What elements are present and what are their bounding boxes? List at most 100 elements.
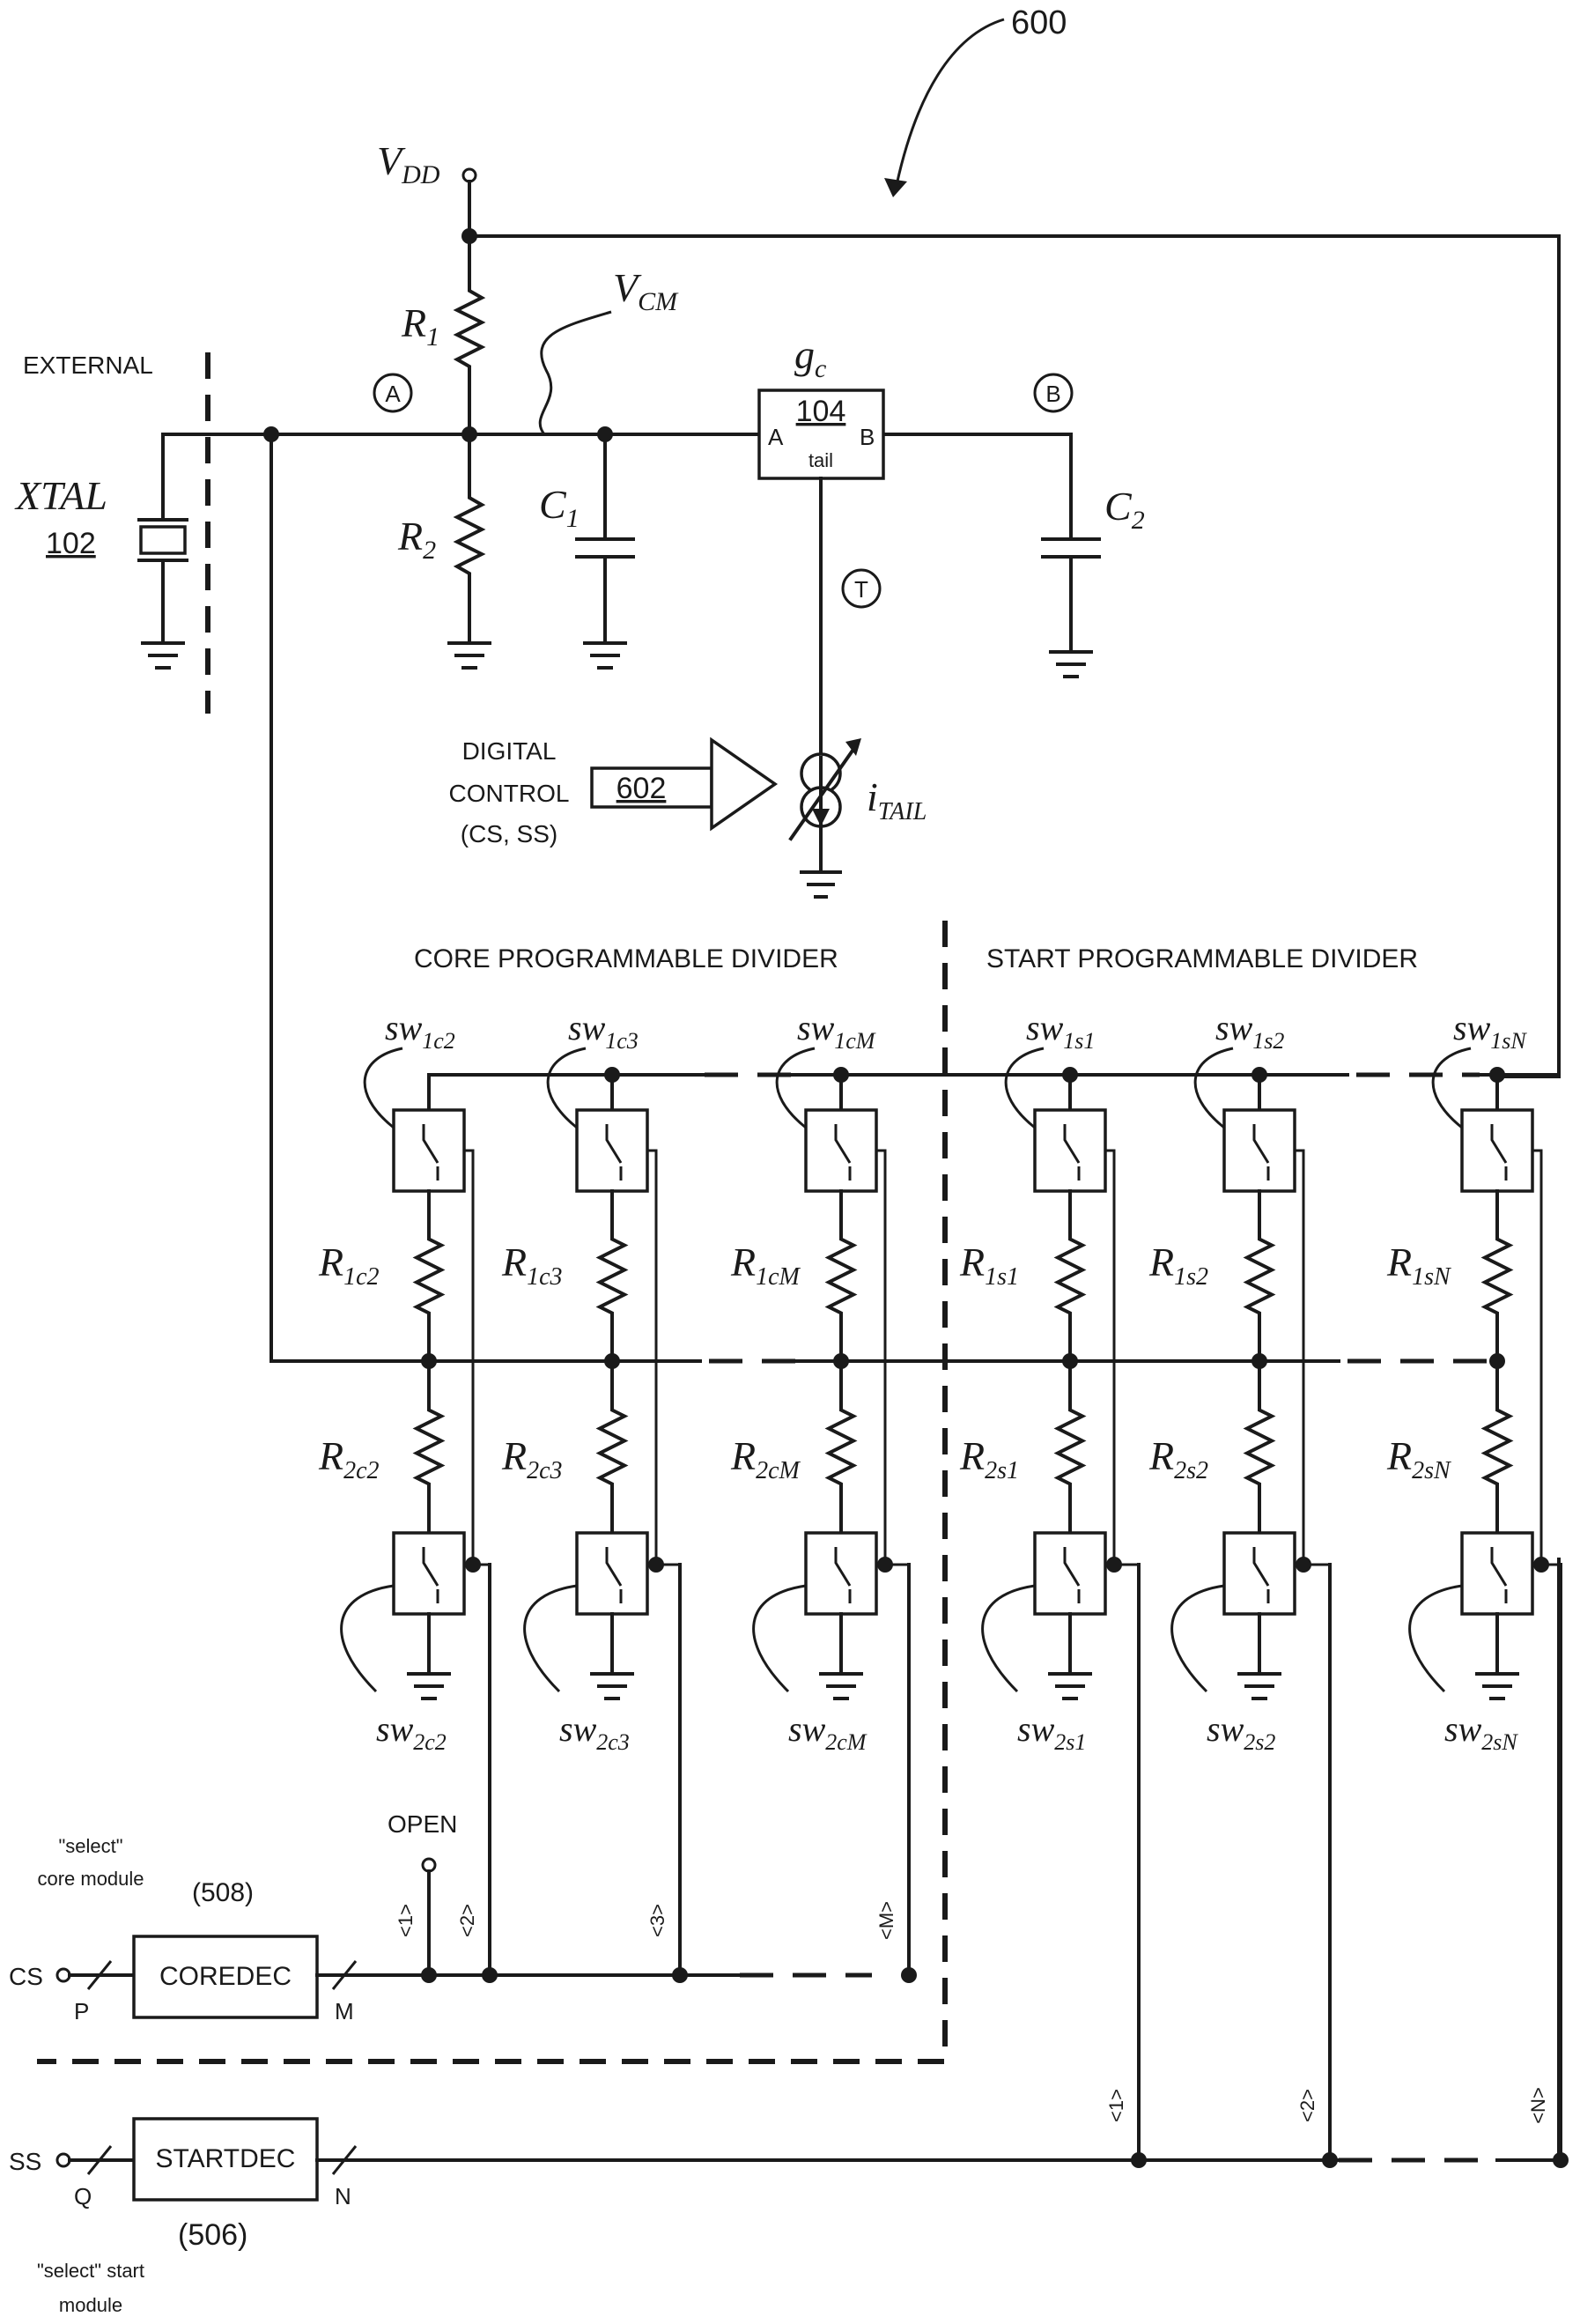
vcm-label: VCM xyxy=(613,265,679,316)
start-col-2-r2 xyxy=(1247,1361,1272,1533)
xtal-ground-icon xyxy=(143,643,183,668)
start-col-3-sw1-ctrl xyxy=(1532,1151,1541,1565)
digital-control-line1: DIGITAL xyxy=(462,737,557,765)
tail-variable-arrowhead xyxy=(845,738,861,756)
figure-number: 600 xyxy=(1011,4,1067,41)
gc-tail-label: tail xyxy=(808,449,833,471)
core-col-3-r2 xyxy=(829,1361,853,1533)
start-col-3-bus-label: <N> xyxy=(1527,2087,1549,2124)
tail-ground-icon xyxy=(801,846,840,897)
start-col-3-ctrl-junction xyxy=(1533,1557,1549,1573)
vdd-terminal xyxy=(463,169,476,181)
figure-pointer-arrow xyxy=(897,19,1004,185)
vdd-label: VDD xyxy=(377,138,440,189)
core-col-1-r1 xyxy=(417,1191,441,1361)
core-col-2-sw1-label: sw1c3 xyxy=(568,1008,639,1054)
coredec-in-width: P xyxy=(74,1998,89,2024)
gc-output-label: B xyxy=(860,424,875,450)
gc-input-label: A xyxy=(768,424,784,450)
c2-label: C2 xyxy=(1104,484,1145,535)
ss-terminal xyxy=(57,2154,70,2166)
start-col-2-bus-label: <2> xyxy=(1296,2089,1318,2122)
core-col-1-sw1-ctrl xyxy=(464,1151,473,1565)
start-col-3-sw2-leader xyxy=(1410,1586,1462,1691)
start-col-1-r1 xyxy=(1058,1191,1082,1361)
core-divider-title: CORE PROGRAMMABLE DIVIDER xyxy=(414,944,838,973)
tail-source-label: iTAIL xyxy=(867,774,927,825)
r1-resistor xyxy=(457,236,482,434)
open-terminal xyxy=(423,1859,435,1871)
coredec-input-label: CS xyxy=(9,1963,43,1990)
startdec-input-label: SS xyxy=(9,2148,41,2175)
start-col-3-r1 xyxy=(1485,1191,1510,1361)
start-col-1-r1-label: R1s1 xyxy=(959,1240,1019,1291)
core-col-3-top-junction xyxy=(833,1067,849,1083)
start-col-2-top-junction xyxy=(1251,1067,1267,1083)
core-col-1-bus-label: <2> xyxy=(456,1904,478,1937)
core-col-2-r2-label: R2c3 xyxy=(501,1433,563,1484)
start-col-1-top-junction xyxy=(1062,1067,1078,1083)
core-col-3-r1-label: R1cM xyxy=(730,1240,801,1291)
core-col-1-sw2-leader xyxy=(342,1586,394,1691)
startdec-out-width: N xyxy=(335,2183,351,2209)
xtal-label: XTAL xyxy=(14,473,107,518)
startdec-in-width: Q xyxy=(74,2183,92,2209)
start-col-3-r2 xyxy=(1485,1361,1510,1533)
start-col-2-ground-icon xyxy=(1239,1674,1280,1699)
node-t-label: T xyxy=(854,576,868,603)
coredec-out-width: M xyxy=(335,1998,354,2024)
start-col-2-sw2-label: sw2s2 xyxy=(1207,1709,1275,1755)
start-divider-title: START PROGRAMMABLE DIVIDER xyxy=(986,944,1418,973)
start-col-3-sw1-label: sw1sN xyxy=(1453,1008,1527,1054)
core-col-3-sw1-label: sw1cM xyxy=(797,1008,876,1054)
cs-terminal xyxy=(57,1969,70,1981)
startdec-output-bus-end xyxy=(1497,1559,1559,2160)
core-col-2-bus-label: <3> xyxy=(646,1904,668,1937)
core-col-1-ground-icon xyxy=(409,1674,449,1699)
r2-label: R2 xyxy=(397,514,436,565)
digital-control-line3: (CS, SS) xyxy=(461,820,557,847)
external-label: EXTERNAL xyxy=(23,352,153,379)
core-col-2-sw2-leader xyxy=(525,1586,577,1691)
start-col-1-r2 xyxy=(1058,1361,1082,1533)
start-col-3-r1-label: R1sN xyxy=(1386,1240,1451,1291)
start-col-2-sw1-label: sw1s2 xyxy=(1215,1008,1284,1054)
core-col-1-sw2-label: sw2c2 xyxy=(376,1709,447,1755)
core-col-1-r2 xyxy=(417,1361,441,1533)
r2-ground-icon xyxy=(449,643,490,668)
core-col-2-r2 xyxy=(600,1361,624,1533)
core-col-1-ctrl-junction xyxy=(465,1557,481,1573)
start-col-1-ctrl-junction xyxy=(1106,1557,1122,1573)
start-col-2-sw2-leader xyxy=(1172,1586,1224,1691)
core-col-2-r1-label: R1c3 xyxy=(501,1240,563,1291)
core-col-3-sw1-ctrl xyxy=(876,1151,885,1565)
gc-label: gc xyxy=(794,332,826,383)
r2-resistor xyxy=(457,434,482,643)
start-col-3-top-junction xyxy=(1489,1067,1505,1083)
node-b-wire xyxy=(883,434,1071,498)
open-label: OPEN xyxy=(388,1810,457,1838)
core-col-3-sw2-label: sw2cM xyxy=(788,1709,868,1755)
core-col-1-r2-label: R2c2 xyxy=(318,1433,380,1484)
core-col-2-top-junction xyxy=(604,1067,620,1083)
core-col-3-r2-label: R2cM xyxy=(730,1433,801,1484)
start-col-2-r1-label: R1s2 xyxy=(1148,1240,1208,1291)
start-col-2-r1 xyxy=(1247,1191,1272,1361)
coredec-label: COREDEC xyxy=(159,1962,292,1991)
node-a-label: A xyxy=(385,381,401,407)
c2-ground-icon xyxy=(1051,652,1091,677)
c1-capacitor xyxy=(577,434,633,643)
coredec-note-line2: core module xyxy=(37,1868,144,1890)
xtal-crystal-icon xyxy=(141,527,185,553)
c1-label: C1 xyxy=(539,482,580,533)
node-b-label: B xyxy=(1045,381,1060,407)
start-col-1-sw1-ctrl xyxy=(1105,1151,1114,1565)
open-bus-label: <1> xyxy=(395,1904,417,1937)
start-col-2-ctrl-junction xyxy=(1296,1557,1311,1573)
startdec-label: STARTDEC xyxy=(156,2144,296,2173)
start-col-3-ground-icon xyxy=(1477,1674,1517,1699)
core-col-2-sw2-label: sw2c3 xyxy=(559,1709,630,1755)
c1-ground-icon xyxy=(585,643,625,668)
open-bus-junction xyxy=(421,1967,437,1983)
